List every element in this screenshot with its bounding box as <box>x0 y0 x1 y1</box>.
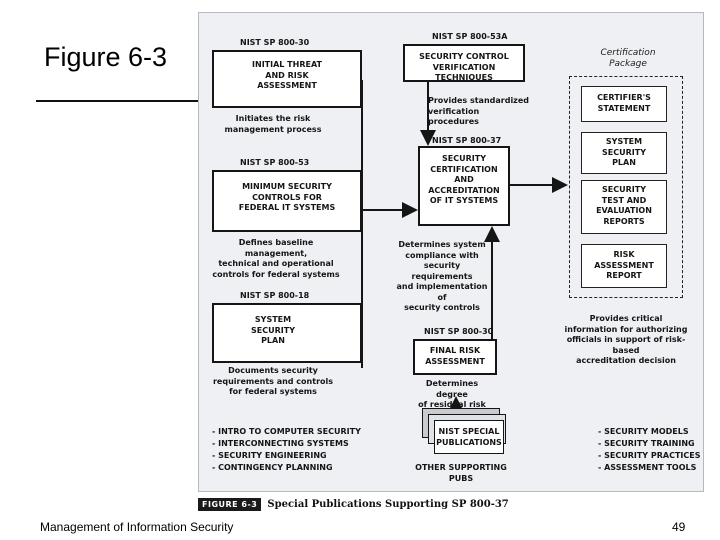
desc-system-security-plan: Documents security requirements and cont… <box>212 366 334 396</box>
page-number: 49 <box>672 520 686 534</box>
package-dashed-frame <box>569 76 683 298</box>
list-item: - SECURITY PRACTICES <box>598 451 701 460</box>
figure-caption: FIGURE 6-3 Special Publications Supporti… <box>198 498 509 511</box>
ref-sp800-53: NIST SP 800-53 <box>240 158 310 167</box>
package-item-certifier <box>581 86 667 122</box>
box-certification-accreditation <box>418 146 510 226</box>
package-desc: Provides critical information for author… <box>564 314 688 365</box>
box-final-risk-label: FINAL RISK ASSESSMENT <box>425 346 485 366</box>
desc-initial-threat: Initiates the risk management process <box>224 114 322 134</box>
ref-sp800-37: NIST SP 800-37 <box>432 136 502 145</box>
list-item: - SECURITY MODELS <box>598 427 689 436</box>
box-initial-threat <box>212 50 362 108</box>
ref-sp800-30-initial: NIST SP 800-30 <box>240 38 310 47</box>
box-verification-techniques-label: SECURITY CONTROL VERIFICATION TECHNIQUES <box>419 52 509 82</box>
box-verification-techniques <box>403 44 525 82</box>
pubs-label: NIST SPECIAL PUBLICATIONS <box>436 427 502 447</box>
list-item: - SECURITY TRAINING <box>598 439 695 448</box>
box-initial-threat-label: INITIAL THREAT AND RISK ASSESSMENT <box>252 60 322 90</box>
pubs-stack-front <box>434 420 504 454</box>
slide-footer: Management of Information Security <box>40 520 234 534</box>
title-underline <box>36 100 200 102</box>
right-supporting-list: - SECURITY MODELS - SECURITY TRAINING - … <box>598 426 701 474</box>
desc-final-risk: Determines degree of residual risk <box>418 379 486 409</box>
box-final-risk <box>413 339 497 375</box>
package-item-rar <box>581 244 667 288</box>
package-item-certifier-label: CERTIFIER'S STATEMENT <box>597 93 651 113</box>
desc-verification-techniques: Provides standardized verification proce… <box>428 96 529 126</box>
package-item-ssp <box>581 132 667 174</box>
box-minimum-controls-label: MINIMUM SECURITY CONTROLS FOR FEDERAL IT… <box>238 182 336 212</box>
package-item-ssp-label: SYSTEM SECURITY PLAN <box>602 137 646 167</box>
slide-title: Figure 6-3 <box>44 42 168 72</box>
list-item: - SECURITY ENGINEERING <box>212 451 327 460</box>
desc-minimum-controls: Defines baseline management, technical a… <box>212 238 340 279</box>
ref-sp800-30-final: NIST SP 800-30 <box>424 327 494 336</box>
list-item: - ASSESSMENT TOOLS <box>598 463 697 472</box>
pubs-caption: OTHER SUPPORTING PUBS <box>415 463 507 483</box>
left-supporting-list: - INTRO TO COMPUTER SECURITY - INTERCONN… <box>212 426 361 474</box>
figure-caption-text: Special Publications Supporting SP 800-3… <box>267 499 509 510</box>
ref-sp800-53a: NIST SP 800-53A <box>432 32 508 41</box>
figure-label-badge: FIGURE 6-3 <box>198 498 262 511</box>
list-item: - CONTINGENCY PLANNING <box>212 463 333 472</box>
box-minimum-controls <box>212 170 362 232</box>
box-system-security-plan-label: SYSTEM SECURITY PLAN <box>251 315 295 345</box>
box-system-security-plan <box>212 303 362 363</box>
package-item-ste <box>581 180 667 234</box>
box-certification-accreditation-label: SECURITY CERTIFICATION AND ACCREDITATION… <box>428 154 500 205</box>
list-item: - INTERCONNECTING SYSTEMS <box>212 439 349 448</box>
package-title: Certification Package <box>600 48 656 69</box>
desc-certification-accreditation: Determines system compliance with securi… <box>396 240 488 312</box>
ref-sp800-18: NIST SP 800-18 <box>240 291 310 300</box>
package-item-ste-label: SECURITY TEST AND EVALUATION REPORTS <box>596 185 652 226</box>
list-item: - INTRO TO COMPUTER SECURITY <box>212 427 361 436</box>
package-item-rar-label: RISK ASSESSMENT REPORT <box>594 250 654 280</box>
